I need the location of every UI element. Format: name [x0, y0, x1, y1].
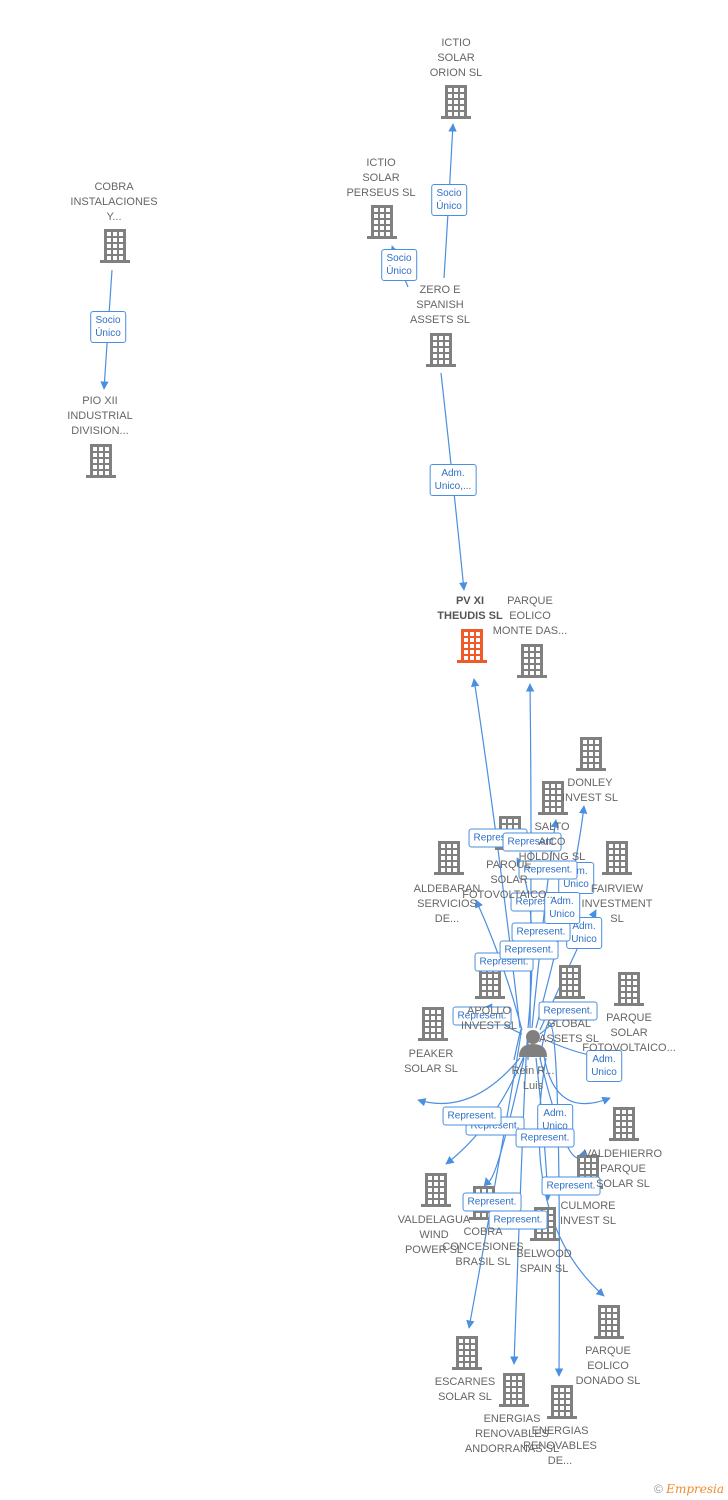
building-icon[interactable]: [614, 972, 644, 1006]
edge-person-donado: [538, 1057, 605, 1297]
node-label-salto[interactable]: SALTO AICO HOLDING SL: [518, 821, 586, 863]
edge-label[interactable]: Represent.: [518, 860, 578, 880]
node-label-donado[interactable]: PARQUE EOLICO DONADO SL: [575, 1345, 641, 1387]
edge-label[interactable]: Adm. Unico,...: [429, 464, 477, 496]
person-icon[interactable]: [519, 1030, 547, 1057]
node-label-person[interactable]: Rein R... Luis: [511, 1065, 555, 1092]
building-icon[interactable]: [609, 1107, 639, 1141]
building-icon[interactable]: [594, 1305, 624, 1339]
building-icon[interactable]: [441, 85, 471, 119]
edge-label[interactable]: Represent.: [502, 832, 562, 852]
node-label-parque-fv[interactable]: PARQUE SOLAR FOTOVOLTAICO...: [462, 859, 556, 901]
edge-person-escarnes: [466, 1028, 522, 1329]
node-label-belwood[interactable]: BELWOOD SPAIN SL: [516, 1248, 572, 1275]
edge-label[interactable]: Represent.: [488, 1210, 548, 1230]
edge-label[interactable]: Represent.: [452, 1006, 512, 1026]
node-label-fairview[interactable]: FAIRVIEW INVESTMENT SL: [581, 883, 653, 925]
node-label-energias-de[interactable]: ENERGIAS RENOVABLES DE...: [523, 1425, 597, 1467]
node-label-peaker[interactable]: PEAKER SOLAR SL: [404, 1048, 458, 1075]
node-label-culmore[interactable]: CULMORE INVEST SL: [559, 1200, 617, 1227]
building-icon[interactable]: [421, 1173, 451, 1207]
edge-label[interactable]: Socio Único: [381, 249, 417, 281]
edge-label[interactable]: Adm. Unico: [586, 1050, 622, 1082]
edge-label[interactable]: Represent.: [515, 1128, 575, 1148]
footer-brand: © Empresia: [654, 1482, 724, 1496]
node-label-ictio-orion[interactable]: ICTIO SOLAR ORION SL: [429, 37, 483, 79]
node-label-donley[interactable]: DONLEY INVEST SL: [561, 777, 619, 804]
building-icon[interactable]: [418, 1007, 448, 1041]
edge-label[interactable]: Socio Único: [90, 311, 126, 343]
brand-name: mpresia: [674, 1482, 724, 1496]
node-label-aldebaran[interactable]: ALDEBARAN SERVICIOS DE...: [413, 883, 481, 925]
building-icon[interactable]: [517, 644, 547, 678]
brand-initial: E: [666, 1482, 675, 1496]
node-label-andorranas[interactable]: ENERGIAS RENOVABLES ANDORRANAS SL: [464, 1413, 560, 1455]
edge-label[interactable]: Represent.: [538, 1001, 598, 1021]
node-label-cobra-inst[interactable]: COBRA INSTALACIONES Y...: [70, 181, 158, 223]
building-icon[interactable]: [426, 333, 456, 367]
building-icon[interactable]: [367, 205, 397, 239]
node-label-valdelagua[interactable]: VALDELAGUA WIND POWER SL: [397, 1214, 471, 1256]
building-icon[interactable]: [538, 781, 568, 815]
node-label-pio-xii[interactable]: PIO XII INDUSTRIAL DIVISION...: [67, 395, 133, 437]
edge-person-valdehierro: [543, 1055, 611, 1105]
node-label-parque-fv2[interactable]: PARQUE SOLAR FOTOVOLTAICO...: [582, 1012, 676, 1054]
edge-person-energias_de: [539, 1022, 564, 1377]
edge-label[interactable]: Represent.: [462, 1192, 522, 1212]
edge-label[interactable]: Adm. Unico: [544, 892, 580, 924]
edge-person-valdelagua: [417, 1057, 521, 1107]
node-label-apollo[interactable]: APOLLO INVEST SL: [460, 1005, 518, 1032]
building-icon[interactable]: [434, 841, 464, 875]
node-label-cobra-conc[interactable]: COBRA CONCESIONES BRASIL SL: [442, 1226, 524, 1268]
edge-label[interactable]: Represent.: [541, 1176, 601, 1196]
nodes-layer: [86, 85, 644, 1419]
node-label-zero-e[interactable]: ZERO E SPANISH ASSETS SL: [410, 284, 470, 326]
main-building-icon[interactable]: [457, 629, 487, 663]
edge-person-cobra_conc: [483, 1057, 525, 1187]
node-label-ictio-perseus[interactable]: ICTIO SOLAR PERSEUS SL: [346, 157, 416, 199]
node-label-escarnes[interactable]: ESCARNES SOLAR SL: [434, 1376, 496, 1403]
building-icon[interactable]: [576, 737, 606, 771]
building-icon[interactable]: [100, 229, 130, 263]
edge-label[interactable]: Represent.: [499, 940, 559, 960]
building-icon[interactable]: [555, 965, 585, 999]
building-icon[interactable]: [86, 444, 116, 478]
building-icon[interactable]: [547, 1385, 577, 1419]
edge-label[interactable]: Represent.: [442, 1106, 502, 1126]
node-label-global-assets[interactable]: GLOBAL ASSETS SL: [539, 1018, 599, 1045]
edge-label[interactable]: Socio Único: [431, 184, 467, 216]
building-icon[interactable]: [602, 841, 632, 875]
node-label-pv-xi[interactable]: PV XI THEUDIS SL: [437, 595, 503, 622]
copyright-symbol: ©: [653, 1482, 663, 1496]
building-icon[interactable]: [452, 1336, 482, 1370]
node-label-valdehierro[interactable]: VALDEHIERRO PARQUE SOLAR SL: [583, 1148, 663, 1190]
node-label-monte-das[interactable]: PARQUE EOLICO MONTE DAS...: [492, 595, 568, 637]
building-icon[interactable]: [499, 1373, 529, 1407]
